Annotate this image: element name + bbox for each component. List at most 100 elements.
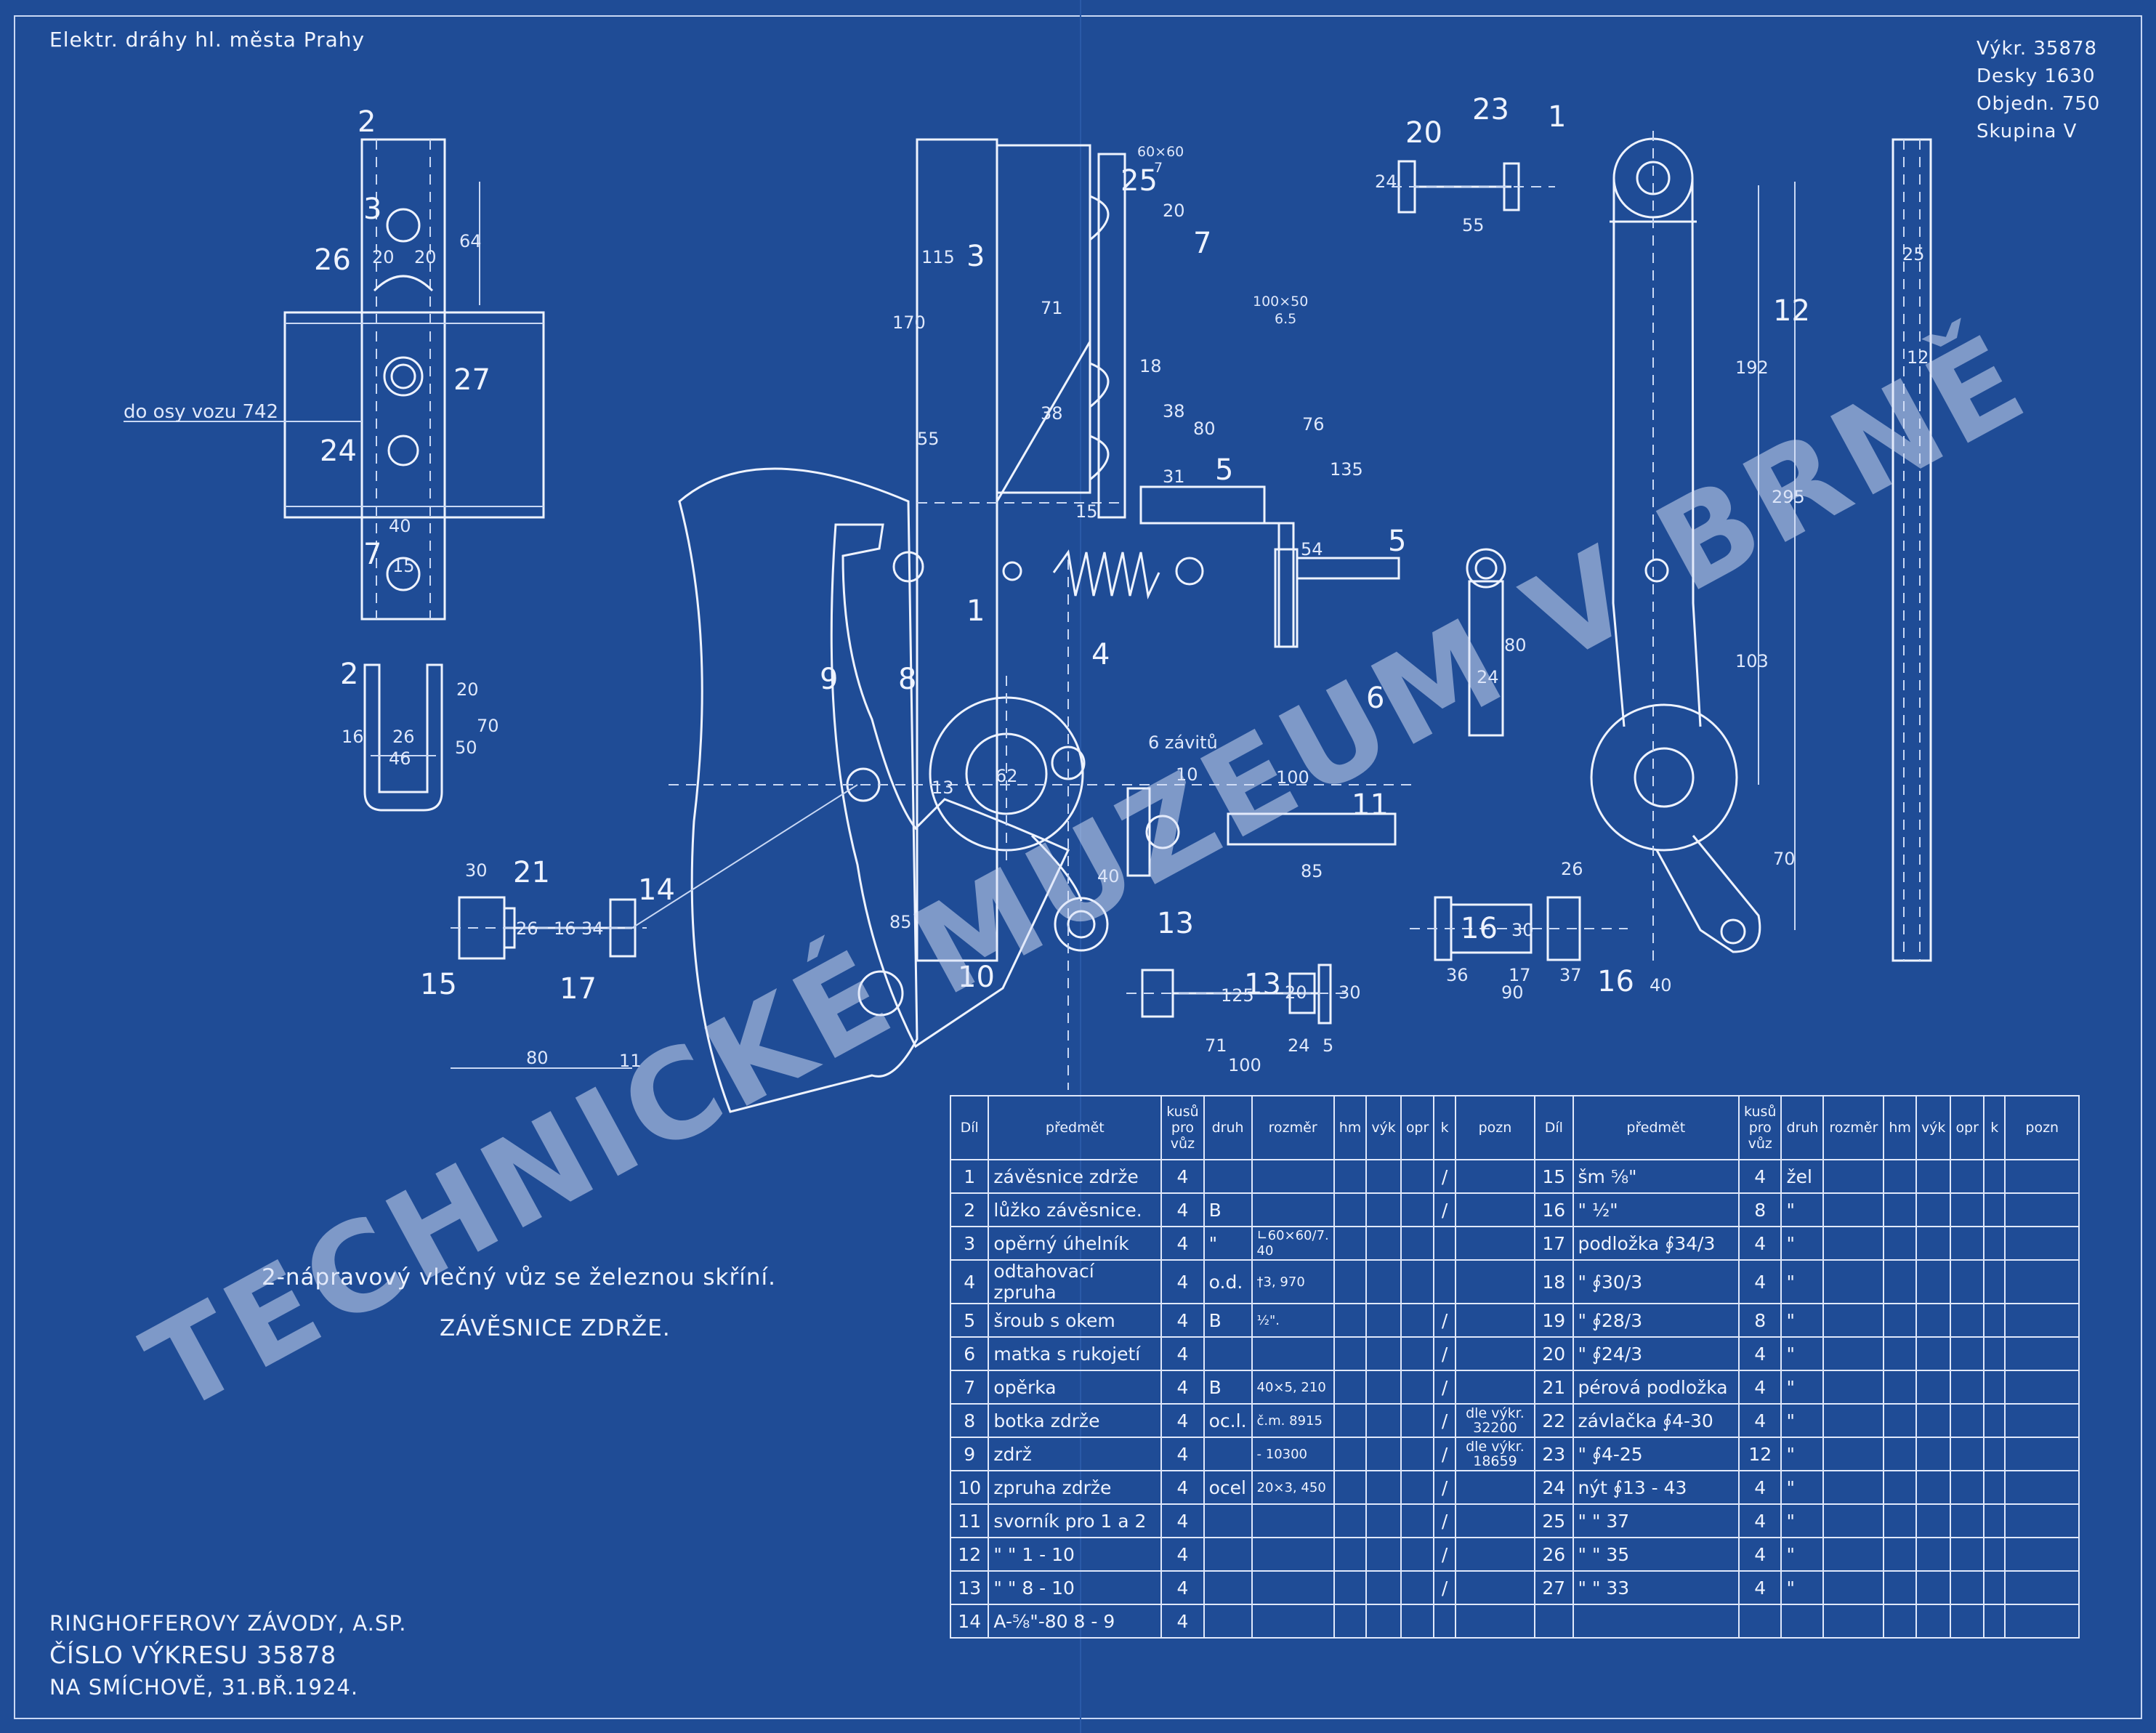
col-header: opr: [1400, 1095, 1435, 1160]
drawing-number: ČÍSLO VÝKRESU 35878: [49, 1641, 337, 1669]
dimension-label: 26: [392, 727, 415, 747]
dimension-label: 16: [554, 918, 576, 939]
table-cell: [1333, 1470, 1368, 1505]
table-cell: [1915, 1537, 1952, 1572]
table-cell: [1915, 1303, 1952, 1338]
dimension-label: 135: [1330, 459, 1363, 480]
table-cell: [2004, 1336, 2080, 1371]
u-clip: [363, 663, 443, 812]
table-cell: 8: [949, 1403, 990, 1438]
table-cell: 1: [949, 1159, 990, 1194]
part-tag: 13: [1157, 907, 1194, 940]
part-tag: 24: [320, 435, 357, 468]
pin-11: [1392, 160, 1555, 214]
table-cell: [1822, 1226, 1885, 1261]
part-tag: 4: [1091, 638, 1110, 671]
part-tag: 3: [966, 240, 985, 273]
table-cell: [1203, 1437, 1253, 1471]
col-header: k: [1982, 1095, 2006, 1160]
table-cell: [1950, 1192, 1985, 1227]
table-cell: [1333, 1159, 1368, 1194]
table-cell: [1400, 1537, 1435, 1572]
bolt-12: [1410, 896, 1628, 961]
table-cell: [1454, 1570, 1536, 1605]
table-cell: 4: [1160, 1604, 1205, 1639]
table-cell: 13: [949, 1570, 990, 1605]
table-cell: B: [1203, 1303, 1253, 1338]
table-cell: 22: [1534, 1403, 1574, 1438]
table-cell: [1822, 1159, 1885, 1194]
dimension-label: 80: [1504, 635, 1527, 655]
table-cell: [1454, 1226, 1536, 1261]
part-tag: 11: [1352, 788, 1389, 822]
table-cell: 4: [1738, 1226, 1782, 1261]
dimension-label: 54: [1301, 539, 1323, 560]
table-cell: [1982, 1403, 2006, 1438]
dimension-label: 192: [1735, 357, 1769, 378]
table-cell: [1822, 1303, 1885, 1338]
table-cell: 4: [1160, 1537, 1205, 1572]
table-cell: ": [1780, 1192, 1825, 1227]
dimension-label: 17: [1509, 965, 1531, 985]
dimension-label: 24: [1375, 171, 1397, 192]
table-cell: [1950, 1159, 1985, 1194]
table-cell: [1333, 1403, 1368, 1438]
table-cell: 18: [1534, 1259, 1574, 1304]
table-cell: [1400, 1403, 1435, 1438]
table-cell: [1454, 1159, 1536, 1194]
table-cell: B: [1203, 1370, 1253, 1405]
table-cell: [1365, 1437, 1402, 1471]
dimension-label: 85: [1301, 861, 1323, 881]
dimension-label: 62: [996, 766, 1018, 786]
table-cell: [1822, 1259, 1885, 1304]
table-cell: /: [1433, 1570, 1456, 1605]
table-cell: [1333, 1437, 1368, 1471]
table-cell: [1822, 1437, 1885, 1471]
table-cell: " ∮4-25: [1572, 1437, 1740, 1471]
table-cell: [1780, 1604, 1825, 1639]
col-header: pozn: [2004, 1095, 2080, 1160]
table-cell: ": [1780, 1503, 1825, 1538]
table-cell: [1365, 1503, 1402, 1538]
table-cell: 4: [1738, 1370, 1782, 1405]
table-cell: [1883, 1159, 1917, 1194]
table-cell: [2004, 1537, 2080, 1572]
table-cell: [1950, 1537, 1985, 1572]
table-cell: 4: [1160, 1503, 1205, 1538]
table-cell: [1251, 1159, 1335, 1194]
table-cell: 21: [1534, 1370, 1574, 1405]
col-header: druh: [1203, 1095, 1253, 1160]
table-cell: 4: [1160, 1570, 1205, 1605]
table-cell: " " 1 - 10: [988, 1537, 1163, 1572]
dimension-label: 36: [1446, 965, 1469, 985]
table-cell: [1915, 1336, 1952, 1371]
table-cell: [1203, 1159, 1253, 1194]
info-line: Výkr. 35878: [1977, 38, 2098, 60]
table-cell: [1982, 1570, 2006, 1605]
table-cell: ": [1780, 1303, 1825, 1338]
table-cell: /: [1433, 1537, 1456, 1572]
table-cell: [1365, 1570, 1402, 1605]
dimension-label: 12: [1907, 347, 1929, 368]
table-cell: 6: [949, 1336, 990, 1371]
table-cell: pérová podložka: [1572, 1370, 1740, 1405]
table-cell: ": [1780, 1403, 1825, 1438]
table-cell: [1203, 1503, 1253, 1538]
table-cell: [1950, 1336, 1985, 1371]
table-cell: 4: [1160, 1437, 1205, 1471]
table-cell: 15: [1534, 1159, 1574, 1194]
table-cell: [1433, 1604, 1456, 1639]
bracket-plan-view: [124, 138, 545, 621]
table-cell: závěsnice zdrže: [988, 1159, 1163, 1194]
table-cell: ": [1780, 1470, 1825, 1505]
col-header: pozn: [1454, 1095, 1536, 1160]
part-tag: 21: [513, 856, 550, 889]
table-cell: 20: [1534, 1336, 1574, 1371]
table-cell: 14: [949, 1604, 990, 1639]
table-cell: o.d.: [1203, 1259, 1253, 1304]
table-cell: 4: [1160, 1336, 1205, 1371]
table-cell: [1915, 1192, 1952, 1227]
table-cell: [1915, 1370, 1952, 1405]
